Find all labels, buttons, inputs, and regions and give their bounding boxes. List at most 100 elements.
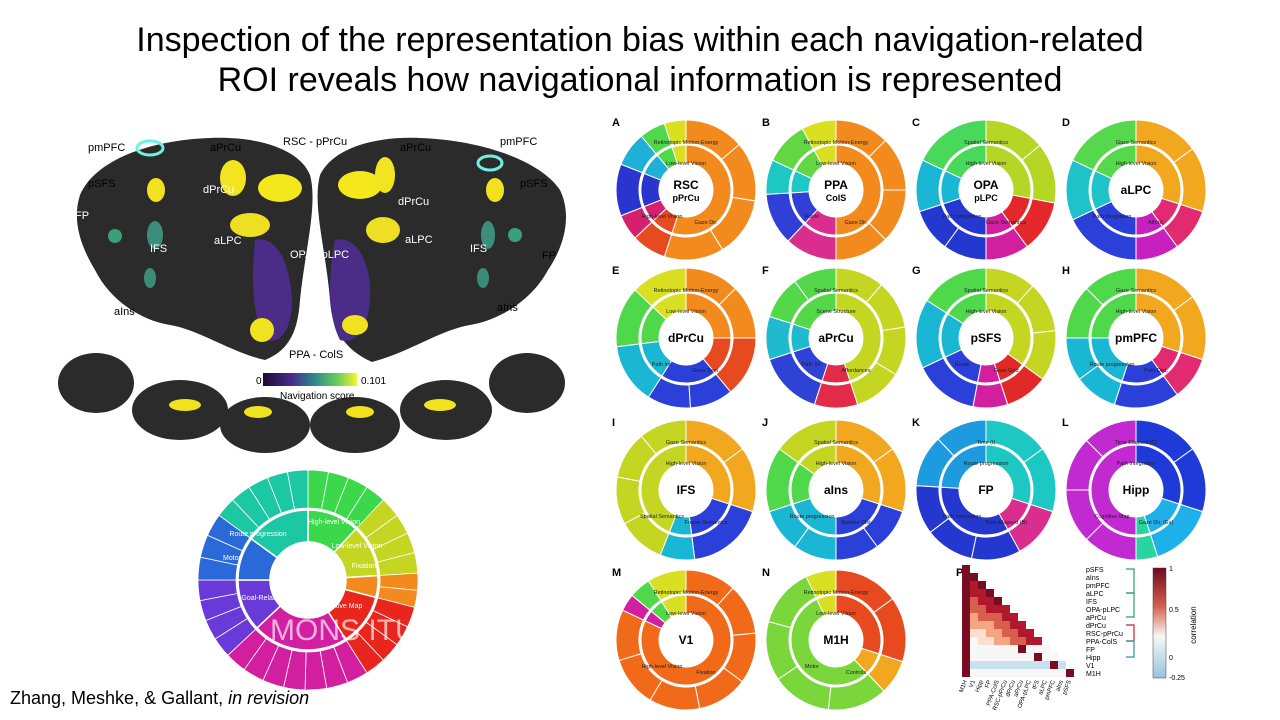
- large-category-label: High-level Vision: [308, 519, 360, 526]
- outer-segment: [634, 267, 687, 307]
- citation: Zhang, Meshke, & Gallant, in revision: [10, 688, 309, 709]
- correlation-cell: [978, 653, 986, 661]
- panel-center: [810, 312, 862, 364]
- panel-category-label: High-level Vision: [642, 664, 683, 670]
- panel-category-label: Route: [955, 362, 970, 368]
- correlation-cell: [994, 653, 1002, 661]
- correlation-row-label: aIns: [1086, 575, 1100, 582]
- title-line-2: ROI reveals how navigational information…: [217, 61, 1063, 99]
- panel-category-label: Retinotopic Motion-Energy: [654, 590, 719, 596]
- panel-letter: F: [762, 265, 769, 277]
- flatmap-roi-rsc-right: [338, 171, 382, 199]
- correlation-cell: [1058, 669, 1066, 677]
- correlation-cell: [1026, 661, 1034, 669]
- flatmap-label: pSFS: [88, 178, 116, 190]
- correlation-cell: [986, 589, 994, 597]
- flatmap-label: dPrCu: [398, 196, 429, 208]
- panel-category-label: Spatial Semantics: [814, 440, 858, 446]
- correlation-colorbar-tick: 0.5: [1169, 607, 1179, 614]
- correlation-cell: [1010, 637, 1018, 645]
- panel-center: [660, 164, 712, 216]
- correlation-cell: [1002, 621, 1010, 629]
- outer-segment: [647, 569, 687, 602]
- flatmap-label: FP: [75, 210, 89, 222]
- panel-letter: H: [1062, 265, 1070, 277]
- inflated-view-1: [58, 353, 134, 413]
- colorbar-label: Navigation score: [280, 391, 355, 402]
- correlation-cell: [978, 589, 986, 597]
- panel-category-label: High-level Vision: [642, 214, 683, 220]
- flatmap-label: aLPC: [405, 234, 433, 246]
- flatmap-roi-ppa-left: [250, 318, 274, 342]
- panel-category-label: Path Integration: [943, 214, 982, 220]
- flatmap-roi-ains-left: [144, 268, 156, 288]
- panel-letter-p: P: [956, 567, 963, 579]
- panel-roi-label: Hipp: [1123, 483, 1150, 497]
- correlation-cell: [1026, 669, 1034, 677]
- navigation-score-colorbar: [263, 373, 357, 386]
- dendrogram-branch: [1126, 568, 1135, 594]
- inner-segment: [813, 144, 837, 168]
- panel-category-label: High-level Vision: [666, 461, 707, 467]
- flatmap-label: pmPFC: [88, 142, 125, 154]
- flatmap-label: PPA - ColS: [289, 349, 343, 361]
- correlation-colorbar-tick: -0.25: [1169, 675, 1185, 682]
- correlation-cell: [978, 661, 986, 669]
- panel-category-label: Route progression: [964, 461, 1009, 467]
- correlation-row-label: pSFS: [1086, 567, 1104, 574]
- correlation-row-label: IFS: [1086, 599, 1097, 606]
- panel-category-label: Afford.: [1148, 220, 1165, 226]
- panel-category-label: Gaze Sem.: [692, 368, 720, 374]
- panel-letter: E: [612, 265, 619, 277]
- inner-segment: [640, 594, 732, 686]
- outer-segment: [1071, 119, 1137, 171]
- correlation-cell: [1002, 605, 1010, 613]
- panel-center: [810, 614, 862, 666]
- inner-segment: [816, 594, 837, 617]
- panel-category-label: Time Elapsed (C): [1115, 440, 1158, 446]
- correlation-cell: [1042, 661, 1050, 669]
- panel-category-label: High-level Vision: [966, 161, 1007, 167]
- correlation-cell: [986, 613, 994, 621]
- inner-segment: [671, 144, 732, 236]
- correlation-cell: [1034, 669, 1042, 677]
- outer-segment: [1085, 419, 1137, 458]
- correlation-cell: [1010, 613, 1018, 621]
- correlation-cell: [1034, 661, 1042, 669]
- inflated-brain-views: 0 0.101 Navigation score: [58, 353, 565, 453]
- correlation-colorbar: [1152, 567, 1167, 679]
- inner-segment: [940, 444, 987, 489]
- correlation-cell: [1050, 653, 1058, 661]
- correlation-row-label: V1: [1086, 663, 1095, 670]
- correlation-cell: [1034, 645, 1042, 653]
- outer-segment: [813, 382, 859, 409]
- correlation-cell: [978, 669, 986, 677]
- correlation-cell: [1010, 653, 1018, 661]
- correlation-cell: [978, 629, 986, 637]
- panel-category-label: Path Int.: [652, 362, 673, 368]
- flatmap-label: FP: [542, 250, 556, 262]
- correlation-col-label: dPrCu: [1005, 680, 1016, 698]
- correlation-cell: [1018, 669, 1026, 677]
- correlation-row-label: aPrCu: [1086, 615, 1106, 622]
- inner-segment: [792, 292, 837, 331]
- flatmap-roi-dPrCu-left: [220, 160, 246, 196]
- panel-roi-label: aPrCu: [818, 331, 853, 345]
- correlation-cell: [970, 573, 978, 581]
- correlation-cell: [1002, 637, 1010, 645]
- correlation-colorbar-tick: 0: [1169, 655, 1173, 662]
- flatmap-purple-left: [253, 239, 292, 341]
- correlation-col-label: FP: [985, 680, 993, 689]
- correlation-cell: [986, 661, 994, 669]
- correlation-cell: [986, 637, 994, 645]
- correlation-cell: [1026, 637, 1034, 645]
- flatmap-label: pSFS: [520, 178, 548, 190]
- dendrogram: [1126, 568, 1135, 658]
- correlation-cell: [994, 605, 1002, 613]
